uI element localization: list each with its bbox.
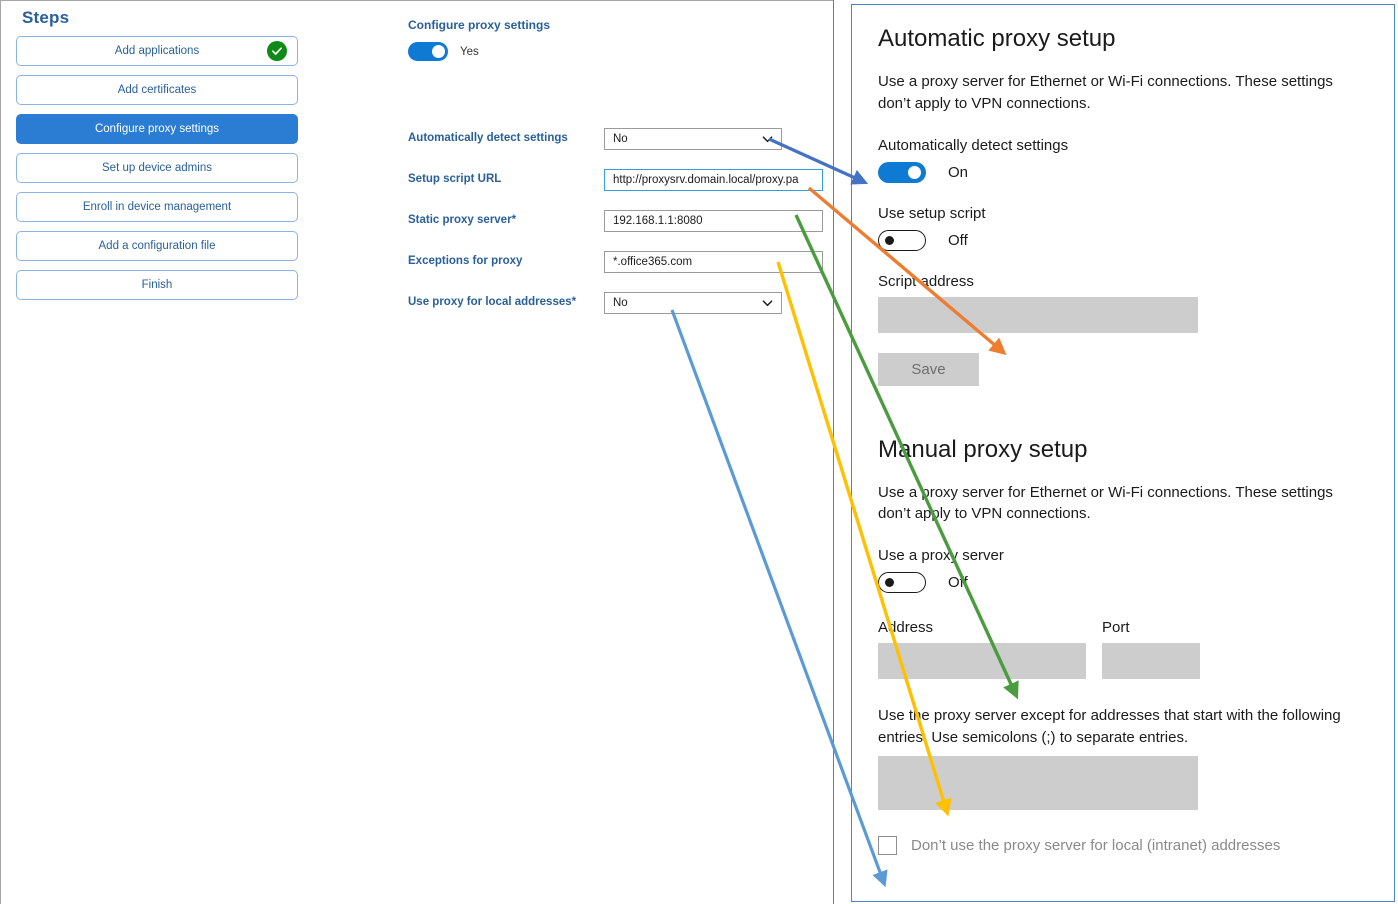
toggle-knob xyxy=(885,578,894,587)
address-column: Address xyxy=(878,593,1086,679)
field-label: Exceptions for proxy xyxy=(408,255,523,267)
proxy-form-header: Configure proxy settings Yes xyxy=(408,18,818,67)
windows-settings-content: Automatic proxy setup Use a proxy server… xyxy=(878,5,1378,855)
use-a-proxy-server-toggle-row[interactable]: Off xyxy=(878,572,1378,593)
manual-proxy-setup-description: Use a proxy server for Ethernet or Wi-Fi… xyxy=(878,483,1333,523)
input-value: 192.168.1.1:8080 xyxy=(613,215,703,227)
bypass-local-checkbox-row[interactable]: Don’t use the proxy server for local (in… xyxy=(878,835,1378,855)
use-a-proxy-server-label: Use a proxy server xyxy=(878,547,1004,564)
automatically-detect-settings-label: Automatically detect settings xyxy=(878,136,1069,154)
address-label: Address xyxy=(878,619,934,636)
use-setup-script-toggle-row[interactable]: Off xyxy=(878,229,1378,251)
automatically-detect-settings-toggle-state: On xyxy=(948,163,969,181)
input-value: *.office365.com xyxy=(613,256,693,268)
configure-proxy-toggle-row[interactable]: Yes xyxy=(408,42,818,61)
left-border xyxy=(0,0,1,904)
input-value: http://proxysrv.domain.local/proxy.pa xyxy=(613,174,799,186)
steps-title: Steps xyxy=(22,8,70,27)
configure-proxy-toggle[interactable] xyxy=(408,42,448,61)
field-label: Use proxy for local addresses* xyxy=(408,296,577,308)
toggle-knob xyxy=(431,45,445,58)
step-item-set-up-device-admins[interactable]: Set up device admins xyxy=(16,153,298,183)
toggle-knob xyxy=(908,165,921,179)
step-label: Set up device admins xyxy=(102,162,212,174)
bypass-local-label: Don’t use the proxy server for local (in… xyxy=(911,836,1281,854)
step-item-enroll-in-device-management[interactable]: Enroll in device management xyxy=(16,192,298,222)
step-item-add-a-configuration-file[interactable]: Add a configuration file xyxy=(16,231,298,261)
automatically-detect-settings-select[interactable]: No xyxy=(604,128,782,150)
step-label: Configure proxy settings xyxy=(94,123,219,135)
steps-panel: Steps Add applications Add certificates … xyxy=(16,8,306,309)
save-button[interactable]: Save xyxy=(878,352,979,386)
configure-proxy-toggle-label: Yes xyxy=(460,45,479,58)
exceptions-for-proxy-input[interactable]: *.office365.com xyxy=(604,251,823,273)
step-label: Enroll in device management xyxy=(82,201,232,213)
field-setup-script-url: Setup script URL http://proxysrv.domain.… xyxy=(408,169,828,210)
address-port-row: Address Port xyxy=(878,593,1378,679)
setup-script-url-input[interactable]: http://proxysrv.domain.local/proxy.pa xyxy=(604,169,823,191)
required-marker: * xyxy=(511,214,517,226)
proxy-form-fields: Automatically detect settings No Setup s… xyxy=(408,128,828,333)
static-proxy-server-input[interactable]: 192.168.1.1:8080 xyxy=(604,210,823,232)
chevron-down-icon xyxy=(762,300,773,307)
use-setup-script-toggle[interactable] xyxy=(878,229,926,251)
step-item-finish[interactable]: Finish xyxy=(16,270,298,300)
check-circle-icon xyxy=(267,41,287,61)
automatically-detect-settings-toggle[interactable] xyxy=(878,161,926,183)
step-item-add-applications[interactable]: Add applications xyxy=(16,36,298,66)
use-a-proxy-server-toggle-state: Off xyxy=(948,574,968,591)
script-address-label: Script address xyxy=(878,272,974,290)
port-label: Port xyxy=(1102,619,1130,636)
use-proxy-for-local-addresses-select[interactable]: No xyxy=(604,292,782,314)
field-static-proxy-server: Static proxy server* 192.168.1.1:8080 xyxy=(408,210,828,251)
save-button-label: Save xyxy=(911,360,946,378)
exceptions-input[interactable] xyxy=(878,755,1198,810)
top-border xyxy=(0,0,833,1)
panel-divider xyxy=(833,0,834,904)
field-label: Automatically detect settings xyxy=(408,132,568,144)
required-marker: * xyxy=(571,296,577,308)
use-setup-script-toggle-state: Off xyxy=(948,231,968,249)
step-label: Add a configuration file xyxy=(98,240,216,252)
bypass-local-checkbox[interactable] xyxy=(878,835,897,855)
field-label: Setup script URL xyxy=(408,173,502,185)
step-item-configure-proxy-settings[interactable]: Configure proxy settings xyxy=(16,114,298,144)
field-use-proxy-for-local-addresses: Use proxy for local addresses* No xyxy=(408,292,828,333)
automatic-proxy-setup-description: Use a proxy server for Ethernet or Wi-Fi… xyxy=(878,73,1333,112)
windows-proxy-settings-panel: Automatic proxy setup Use a proxy server… xyxy=(851,4,1395,902)
toggle-knob xyxy=(885,235,894,245)
automatic-proxy-setup-heading: Automatic proxy setup xyxy=(878,25,1116,52)
use-setup-script-label: Use setup script xyxy=(878,204,986,222)
automatically-detect-settings-toggle-row[interactable]: On xyxy=(878,161,1378,183)
select-value: No xyxy=(613,133,628,145)
field-automatically-detect-settings: Automatically detect settings No xyxy=(408,128,828,169)
exceptions-description: Use the proxy server except for addresse… xyxy=(878,707,1341,746)
step-item-add-certificates[interactable]: Add certificates xyxy=(16,75,298,105)
port-column: Port xyxy=(1102,593,1200,679)
port-input[interactable] xyxy=(1102,643,1200,679)
field-label: Static proxy server* xyxy=(408,214,517,226)
step-label: Add applications xyxy=(114,45,200,57)
manual-proxy-setup-heading: Manual proxy setup xyxy=(878,435,1088,463)
script-address-input[interactable] xyxy=(878,296,1198,333)
address-input[interactable] xyxy=(878,643,1086,679)
field-exceptions-for-proxy: Exceptions for proxy *.office365.com xyxy=(408,251,828,292)
step-label: Add certificates xyxy=(117,84,197,96)
form-heading: Configure proxy settings xyxy=(408,18,551,32)
select-value: No xyxy=(613,297,628,309)
step-label: Finish xyxy=(141,279,173,291)
chevron-down-icon xyxy=(762,136,773,143)
use-a-proxy-server-toggle[interactable] xyxy=(878,572,926,593)
